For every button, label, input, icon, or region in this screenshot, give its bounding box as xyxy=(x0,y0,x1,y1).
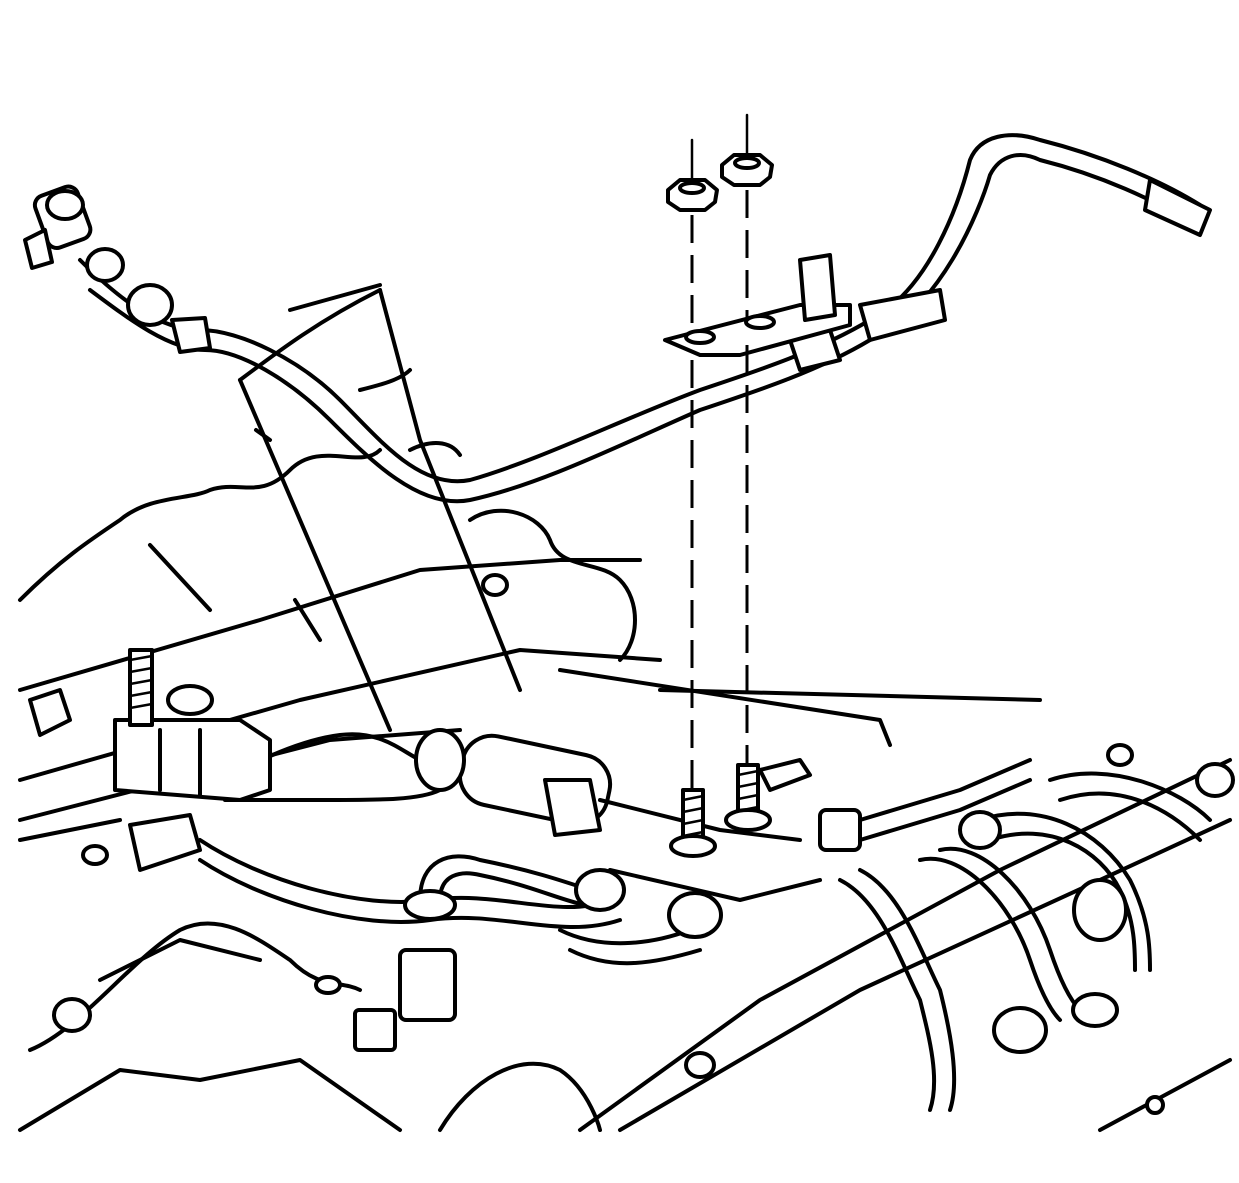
stud-boss xyxy=(758,758,812,792)
nut xyxy=(666,178,719,212)
pipe-bracket xyxy=(663,253,852,357)
stud xyxy=(724,763,772,832)
stud xyxy=(669,788,717,858)
nut xyxy=(720,153,774,187)
fuel-return-pipe xyxy=(23,133,1212,504)
fuel-rail-assembly xyxy=(28,573,1032,902)
installation-guide-lines xyxy=(690,113,749,790)
